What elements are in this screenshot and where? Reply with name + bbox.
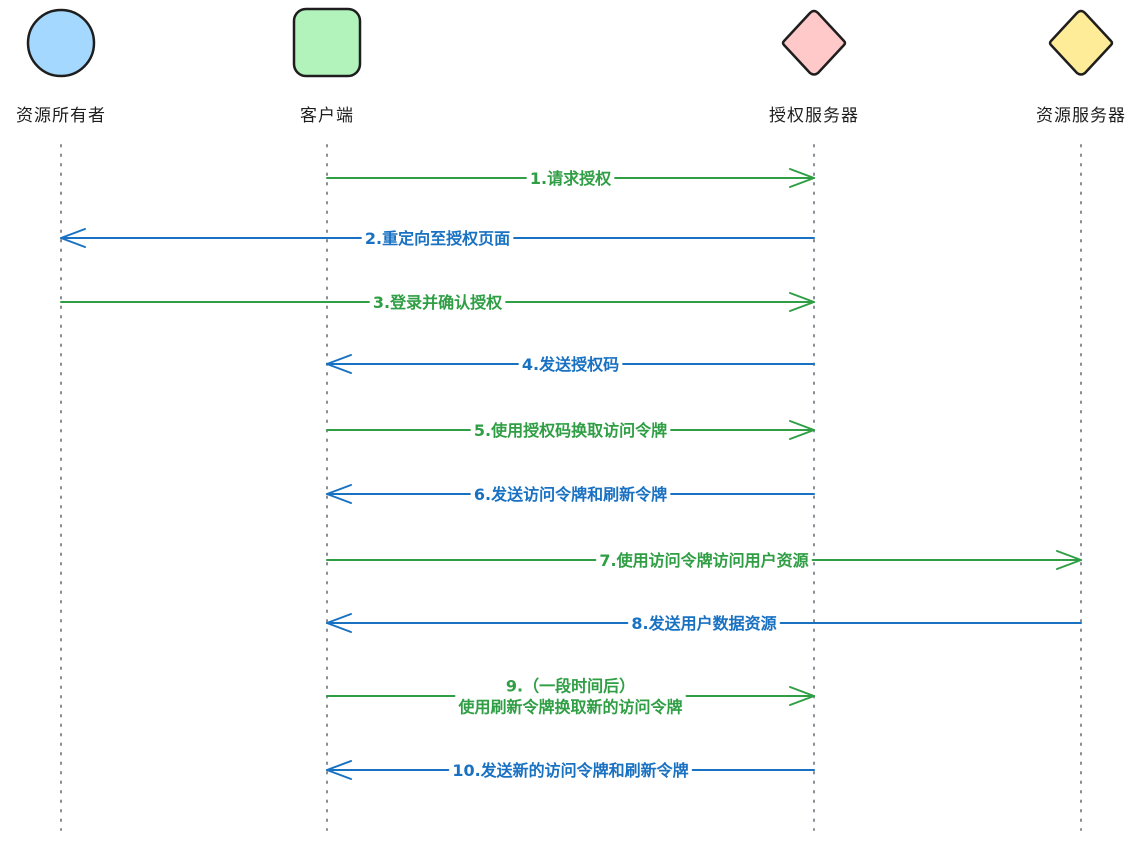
arrow-left-icon <box>326 484 352 504</box>
arrow-right-icon <box>1056 550 1082 570</box>
actor-diamond-shape <box>1048 9 1114 76</box>
message-7[interactable]: 7.使用访问令牌访问用户资源 <box>326 550 1082 570</box>
actor-client[interactable]: 客户端 <box>292 7 362 126</box>
actor-resource[interactable]: 资源服务器 <box>1036 9 1126 126</box>
message-label: 6.发送访问令牌和刷新令牌 <box>474 485 667 504</box>
message-label: 2.重定向至授权页面 <box>365 229 510 248</box>
message-2[interactable]: 2.重定向至授权页面 <box>60 228 815 248</box>
message-label: 使用刷新令牌换取新的访问令牌 <box>457 698 682 717</box>
arrow-left-icon <box>326 760 352 780</box>
arrow-right-icon <box>789 292 815 312</box>
message-label: 3.登录并确认授权 <box>373 293 503 312</box>
actor-label: 客户端 <box>300 106 354 126</box>
actor-diamond-shape <box>781 9 847 76</box>
actor-circle-shape <box>26 8 96 78</box>
message-label: 7.使用访问令牌访问用户资源 <box>599 551 808 570</box>
messages: 1.请求授权 2.重定向至授权页面 3.登录并确认授权 4.发送授权码 5.使用授权码换… <box>60 168 1082 780</box>
message-6[interactable]: 6.发送访问令牌和刷新令牌 <box>326 484 815 504</box>
message-label: 10.发送新的访问令牌和刷新令牌 <box>452 761 688 780</box>
arrow-right-icon <box>789 420 815 440</box>
actors: 资源所有者 客户端 授权服务器 资源服务器 <box>16 7 1126 126</box>
arrow-left-icon <box>60 228 86 248</box>
arrow-right-icon <box>789 168 815 188</box>
message-label: 9.（一段时间后） <box>506 677 635 696</box>
message-label: 4.发送授权码 <box>522 355 619 374</box>
message-label: 5.使用授权码换取访问令牌 <box>474 421 667 440</box>
actor-owner[interactable]: 资源所有者 <box>16 8 106 126</box>
arrow-left-icon <box>326 613 352 633</box>
message-label: 1.请求授权 <box>530 169 612 188</box>
actor-label: 资源所有者 <box>16 106 106 126</box>
actor-auth[interactable]: 授权服务器 <box>769 9 859 126</box>
lifelines <box>60 144 1082 831</box>
message-label: 8.发送用户数据资源 <box>631 614 776 633</box>
arrow-right-icon <box>789 686 815 706</box>
message-4[interactable]: 4.发送授权码 <box>326 354 815 374</box>
arrow-left-icon <box>326 354 352 374</box>
message-8[interactable]: 8.发送用户数据资源 <box>326 613 1082 633</box>
message-9[interactable]: 9.（一段时间后） 使用刷新令牌换取新的访问令牌 <box>326 677 815 717</box>
actor-label: 资源服务器 <box>1036 106 1126 126</box>
message-5[interactable]: 5.使用授权码换取访问令牌 <box>326 420 815 440</box>
actor-square-shape <box>292 7 362 78</box>
actor-label: 授权服务器 <box>769 106 859 126</box>
message-10[interactable]: 10.发送新的访问令牌和刷新令牌 <box>326 760 815 780</box>
message-1[interactable]: 1.请求授权 <box>326 168 815 188</box>
message-3[interactable]: 3.登录并确认授权 <box>60 292 815 312</box>
